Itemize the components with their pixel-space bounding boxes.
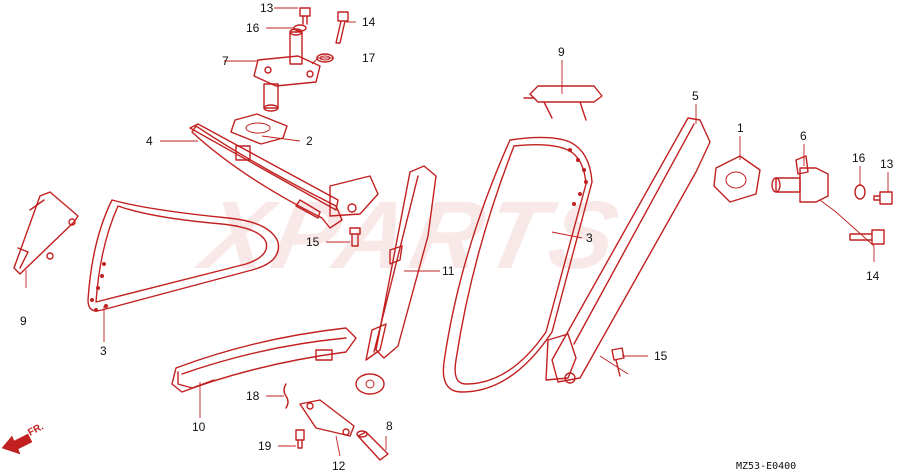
callout-5: 5 — [692, 89, 699, 103]
callout-11: 11 — [442, 264, 455, 278]
right-chain-guide-top — [523, 85, 603, 121]
callout-15: 15 — [654, 349, 668, 363]
callout-18: 18 — [246, 389, 260, 403]
front-arrow-icon — [1, 433, 33, 455]
callout-3: 3 — [586, 231, 593, 245]
front-label: FR. — [26, 421, 46, 438]
callout-19: 19 — [258, 439, 272, 453]
tensioner-gasket — [230, 113, 288, 145]
tensioner-arm — [189, 123, 379, 229]
callout-13: 13 — [880, 157, 894, 171]
callout-14: 14 — [362, 15, 376, 29]
guide-bolt-right — [611, 347, 625, 377]
callout-9: 9 — [558, 45, 565, 59]
guide-pin — [283, 383, 289, 409]
callout-2: 2 — [306, 134, 313, 148]
lifter-bolt — [849, 229, 885, 245]
leader-lines — [25, 7, 889, 457]
left-cam-chain — [87, 199, 280, 312]
callouts: 13 14 16 17 7 4 2 15 11 9 3 10 18 19 12 … — [20, 1, 894, 473]
callout-3: 3 — [100, 344, 107, 358]
callout-4: 4 — [146, 134, 153, 148]
bracket-bolt — [295, 429, 305, 449]
callout-8: 8 — [386, 419, 393, 433]
tensioner-lifter — [253, 28, 321, 112]
callout-16: 16 — [246, 21, 260, 35]
callout-9: 9 — [20, 314, 27, 328]
lifter-washer — [854, 184, 866, 200]
callout-15: 15 — [306, 235, 320, 249]
right-chain-guide — [545, 117, 711, 384]
tensioner-bolt — [335, 11, 349, 44]
left-chain-guide — [13, 191, 79, 275]
callout-12: 12 — [332, 459, 346, 473]
guide-shaft-pin — [356, 430, 389, 461]
callout-7: 7 — [222, 54, 229, 68]
chain-guide-rear — [355, 165, 437, 395]
guide-bracket — [299, 399, 355, 437]
callout-6: 6 — [800, 129, 807, 143]
callout-16: 16 — [852, 151, 866, 165]
callout-10: 10 — [192, 420, 206, 434]
chain-guide-lower — [171, 327, 357, 393]
callout-17: 17 — [362, 51, 376, 65]
drawing-code: MZ53-E0400 — [736, 461, 796, 472]
callout-14: 14 — [866, 269, 880, 283]
callout-13: 13 — [260, 1, 274, 15]
front-direction-marker: FR. — [1, 421, 46, 455]
right-cam-chain — [442, 136, 593, 393]
lifter-gasket — [713, 155, 761, 203]
tensioner-lifter-right — [771, 155, 829, 203]
lifter-top-bolt — [873, 191, 893, 205]
arm-pivot-bolt — [349, 227, 361, 247]
callout-1: 1 — [737, 121, 744, 135]
tensioner-top-bolt — [299, 7, 311, 25]
